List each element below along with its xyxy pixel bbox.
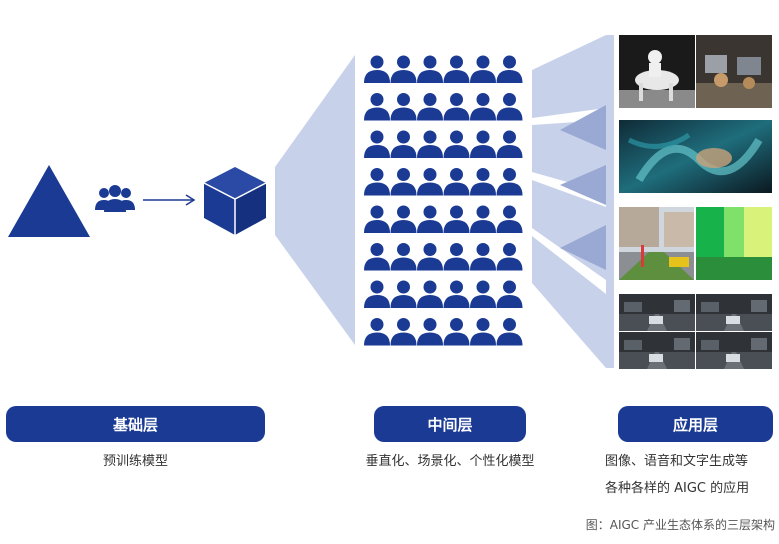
person-icon	[496, 243, 523, 271]
person-icon	[470, 243, 496, 271]
application-layer-label: 应用层	[618, 406, 773, 442]
person-icon	[443, 280, 470, 308]
person-icon	[443, 93, 470, 121]
expansion-funnel	[275, 55, 355, 345]
person-icon	[390, 318, 417, 346]
person-icon	[443, 130, 470, 158]
person-icon	[496, 93, 523, 121]
person-icon	[470, 55, 496, 83]
application-band	[606, 35, 614, 368]
person-icon	[470, 318, 496, 346]
person-icon	[470, 130, 496, 158]
middle-layer-description: 垂直化、场景化、个性化模型	[365, 454, 535, 469]
person-icon	[470, 168, 496, 196]
fan-overlap	[560, 105, 606, 150]
person-icon	[443, 318, 470, 346]
person-icon	[390, 55, 417, 83]
person-icon	[443, 243, 470, 271]
person-icon	[390, 93, 417, 121]
person-icon	[496, 280, 523, 308]
person-icon	[417, 55, 443, 83]
person-icon	[496, 205, 523, 233]
person-icon	[417, 243, 443, 271]
astronaut-horse-thumbnail	[619, 35, 772, 108]
application-fan	[532, 35, 606, 368]
driving-camera-thumbnail	[619, 294, 772, 369]
person-icon	[417, 168, 443, 196]
application-layer-description-line-1: 图像、语音和文字生成等	[605, 454, 749, 469]
person-icon	[364, 168, 390, 196]
person-icon	[496, 168, 523, 196]
person-icon	[417, 205, 443, 233]
person-icon	[443, 55, 470, 83]
person-icon	[390, 243, 417, 271]
person-icon	[364, 130, 390, 158]
person-icon	[443, 168, 470, 196]
person-icon	[470, 280, 496, 308]
middle-layer-label: 中间层	[374, 406, 526, 442]
person-icon	[470, 93, 496, 121]
fan-band	[532, 236, 606, 368]
foundation-layer-description: 预训练模型	[102, 454, 168, 469]
person-icon	[364, 93, 390, 121]
person-icon	[417, 93, 443, 121]
person-icon	[417, 130, 443, 158]
person-icon	[390, 280, 417, 308]
person-icon	[364, 243, 390, 271]
person-icon	[496, 130, 523, 158]
abstract-art-thumbnail	[619, 120, 772, 193]
person-icon	[417, 280, 443, 308]
person-icon	[470, 205, 496, 233]
person-icon	[496, 318, 523, 346]
person-icon	[443, 205, 470, 233]
fan-band	[532, 35, 606, 118]
application-layer-description-line-2: 各种各样的 AIGC 的应用	[605, 481, 750, 496]
person-icon	[390, 168, 417, 196]
figure-caption: 图：AIGC 产业生态体系的三层架构	[585, 518, 775, 532]
middle-people-grid	[364, 55, 523, 346]
person-icon	[390, 205, 417, 233]
person-icon	[364, 280, 390, 308]
foundation-layer-label: 基础层	[6, 406, 265, 442]
person-icon	[364, 205, 390, 233]
person-icon	[390, 130, 417, 158]
arrow-icon	[143, 194, 196, 206]
person-icon	[364, 55, 390, 83]
people-group-icon	[95, 185, 135, 212]
fan-overlap	[560, 225, 606, 270]
fan-overlap	[560, 165, 606, 205]
person-icon	[417, 318, 443, 346]
street-scene-thumbnail	[619, 207, 772, 280]
person-icon	[364, 318, 390, 346]
cube-icon	[203, 167, 267, 235]
triangle-icon	[8, 165, 90, 237]
person-icon	[496, 55, 523, 83]
